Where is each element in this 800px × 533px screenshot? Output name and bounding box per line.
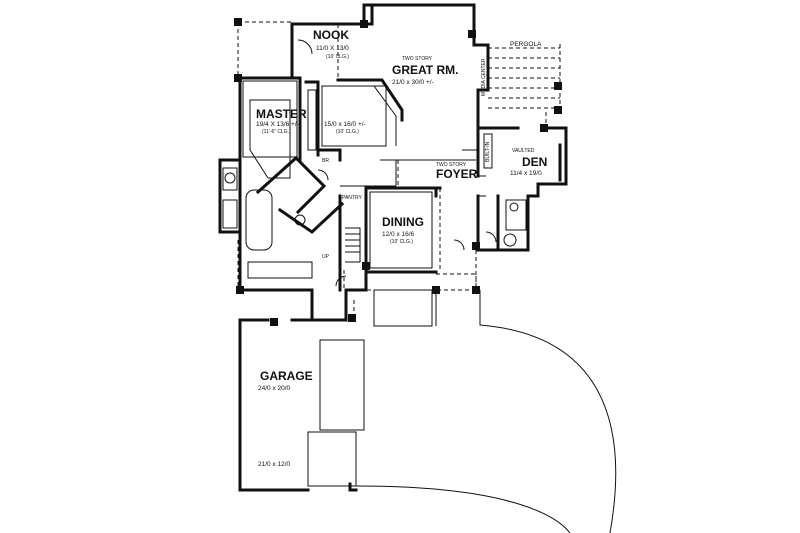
media-center-label: MEDIA CENTER	[481, 58, 487, 96]
foyer-note: TWO STORY	[436, 162, 467, 168]
exterior-walls	[218, 3, 568, 492]
nook-clg: (10' CLG.)	[326, 54, 349, 60]
foyer-label: FOYER	[436, 167, 478, 181]
garage-dim-secondary: 21/0 x 12/0	[258, 461, 291, 468]
great-room-note: TWO STORY	[402, 56, 433, 62]
garage-label: GARAGE	[260, 369, 313, 383]
room-labels: NOOK 11/0 X 13/0 (10' CLG.) TWO STORY GR…	[256, 28, 547, 468]
pergola-label: PERGOLA	[510, 41, 542, 48]
kitchen-dim: 15/0 x 16/0 +/-	[324, 121, 366, 128]
built-in-label: BUILT-IN	[485, 141, 491, 162]
garage-dim: 24/0 x 20/0	[258, 385, 291, 392]
door-swings	[297, 39, 497, 287]
den-note: VAULTED	[512, 148, 535, 154]
great-room-label: GREAT RM.	[392, 63, 458, 77]
den-label: DEN	[522, 155, 547, 169]
posts	[234, 18, 562, 326]
great-room-dim: 21/0 x 30/0 +/-	[392, 79, 434, 86]
interior-lines	[222, 80, 617, 533]
nook-dim: 11/0 X 13/0	[316, 45, 349, 52]
master-label: MASTER	[256, 107, 307, 121]
den-dim: 11/4 x 19/0	[510, 170, 542, 177]
master-dim: 19/4 X 13/6 +/-	[256, 121, 299, 128]
dining-clg: (10' CLG.)	[390, 239, 413, 245]
stair-up-label: UP	[322, 254, 330, 260]
dining-label: DINING	[382, 215, 424, 229]
nook-label: NOOK	[313, 28, 349, 42]
master-clg: (11'-6" CLG.)	[262, 129, 291, 135]
pantry-label: PANTRY	[342, 195, 362, 201]
dining-dim: 12/0 x 16/6	[382, 231, 415, 238]
br-label: BR	[322, 158, 329, 164]
kitchen-clg: (10' CLG.)	[336, 129, 359, 135]
